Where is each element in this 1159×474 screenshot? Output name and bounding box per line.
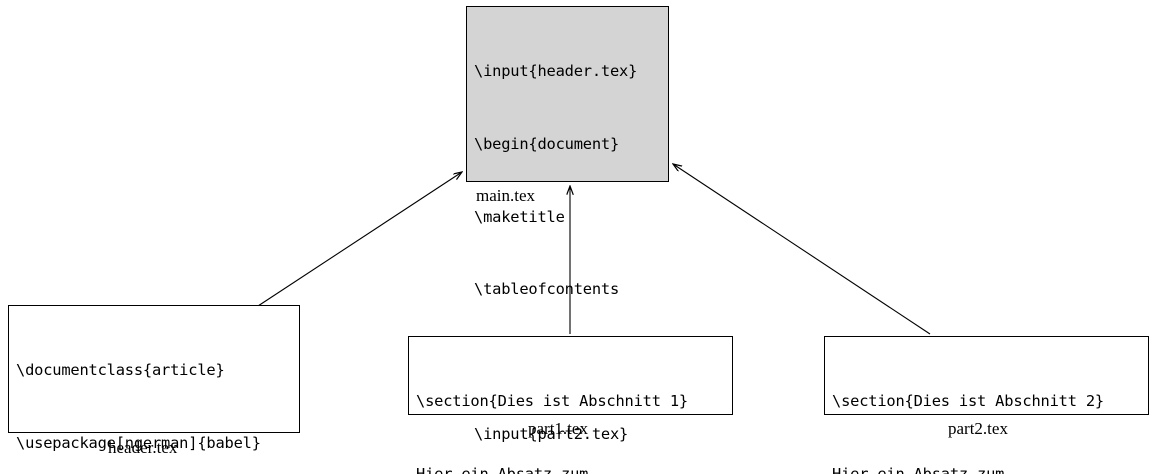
code-line: Hier ein Absatz zum: [416, 462, 725, 474]
node-box-main[interactable]: \input{header.tex} \begin{document} \mak…: [466, 6, 669, 443]
node-box-header[interactable]: \documentclass{article} \usepackage[nger…: [8, 305, 300, 452]
code-line: Hier ein Absatz zum: [832, 462, 1141, 474]
node-box-part1[interactable]: \section{Dies ist Abschnitt 1} Hier ein …: [408, 336, 733, 474]
node-label-header: header.tex: [108, 438, 178, 457]
code-line: \input{part2.tex}: [474, 425, 629, 444]
code-line: \section{Dies ist Abschnitt 2}: [832, 392, 1104, 411]
code-line: \tableofcontents: [474, 280, 620, 299]
code-line: \usepackage[ngerman]{babel}: [16, 434, 261, 453]
edge-header-to-main: [257, 172, 462, 307]
code-line: \begin{document}: [474, 135, 620, 154]
node-box-part2[interactable]: \section{Dies ist Abschnitt 2} Hier ein …: [824, 336, 1149, 474]
node-label-part2: part2.tex: [948, 419, 1008, 438]
code-line: \input{header.tex}: [474, 62, 638, 81]
code-line: \documentclass{article}: [16, 361, 225, 380]
node-label-part1: part1.tex: [528, 419, 588, 438]
code-line: \section{Dies ist Abschnitt 1}: [416, 392, 688, 411]
node-label-main: main.tex: [476, 186, 536, 205]
edge-part2-to-main: [673, 164, 931, 335]
code-line: \maketitle: [474, 207, 565, 226]
